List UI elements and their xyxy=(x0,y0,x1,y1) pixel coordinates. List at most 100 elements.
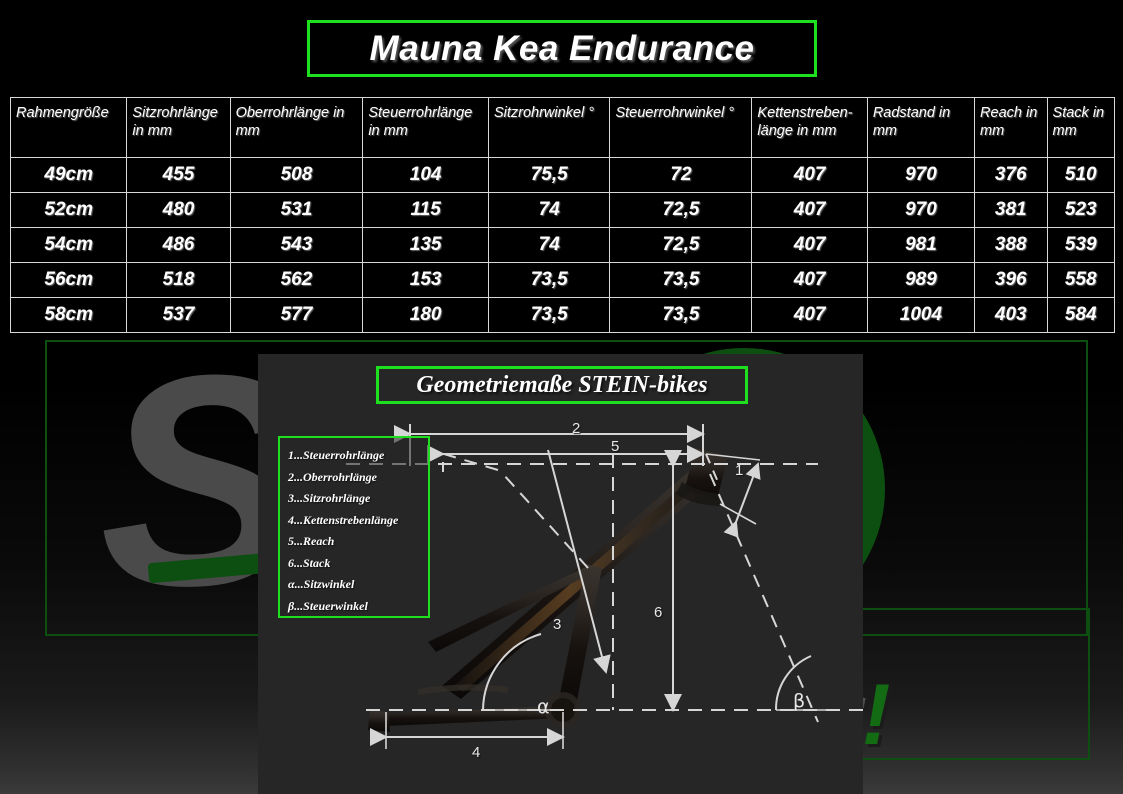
cell-chainstay: 407 xyxy=(751,262,868,298)
dimension-label-seattube: 3 xyxy=(553,616,562,633)
cell-reach: 381 xyxy=(974,192,1048,228)
cell-headtube: 153 xyxy=(362,262,489,298)
table-body: 49cm 455 508 104 75,5 72 407 970 376 510… xyxy=(9,157,1116,333)
cell-toptube: 577 xyxy=(229,297,364,333)
cell-headtube: 115 xyxy=(362,192,489,228)
cell-chainstay: 407 xyxy=(751,192,868,228)
column-header-sitzrohrlaenge: Sitzrohrlänge in mm xyxy=(126,97,231,158)
cell-size: 56cm xyxy=(9,262,128,298)
dimension-line-headtube xyxy=(723,462,761,538)
dim1-bottom-extension xyxy=(719,503,757,525)
geometry-table: Rahmengröße Sitzrohrlänge in mm Oberrohr… xyxy=(9,97,1116,333)
cell-chainstay: 407 xyxy=(751,157,868,193)
cell-wheelbase: 970 xyxy=(866,192,976,228)
cell-seatangle: 73,5 xyxy=(487,297,611,333)
cell-headtube: 180 xyxy=(362,297,489,333)
head-tube-extension-dashed xyxy=(709,473,819,723)
diagram-title: Geometriemaße STEIN-bikes xyxy=(416,371,708,398)
column-header-sitzrohrwinkel: Sitzrohrwinkel ° xyxy=(487,97,611,158)
column-header-kettenstrebenlaenge: Kettenstreben-länge in mm xyxy=(751,97,868,158)
column-header-radstand: Radstand in mm xyxy=(866,97,976,158)
cell-headangle: 72 xyxy=(609,157,753,193)
dimension-line-seattube xyxy=(547,449,611,674)
cell-toptube: 508 xyxy=(229,157,364,193)
cell-size: 54cm xyxy=(9,227,128,263)
table-header-row: Rahmengröße Sitzrohrlänge in mm Oberrohr… xyxy=(9,97,1116,158)
column-header-stack: Stack in mm xyxy=(1046,97,1116,158)
cell-size: 58cm xyxy=(9,297,128,333)
cell-size: 49cm xyxy=(9,157,128,193)
cell-headangle: 73,5 xyxy=(609,262,753,298)
column-header-rahmengroesse: Rahmengröße xyxy=(9,97,128,158)
column-header-oberrohrlaenge: Oberrohrlänge in mm xyxy=(229,97,364,158)
cell-seatangle: 74 xyxy=(487,192,611,228)
column-header-reach: Reach in mm xyxy=(974,97,1048,158)
head-angle-arc xyxy=(774,655,812,711)
cell-reach: 396 xyxy=(974,262,1048,298)
dim1-top-extension xyxy=(705,453,761,461)
cell-seattube: 518 xyxy=(126,262,231,298)
cell-seatangle: 74 xyxy=(487,227,611,263)
legend-item: 1...Steuerrohrlänge xyxy=(288,448,385,462)
legend-item: 2...Oberrohrlänge xyxy=(288,469,378,484)
dimension-overlay xyxy=(346,424,863,749)
cell-headangle: 73,5 xyxy=(609,297,753,333)
table-row: 54cm 486 543 135 74 72,5 407 981 388 539 xyxy=(9,227,1116,263)
legend-item: 5...Reach xyxy=(288,534,335,548)
table-row: 49cm 455 508 104 75,5 72 407 970 376 510 xyxy=(9,157,1116,193)
dimension-label-chainstay: 4 xyxy=(472,744,481,761)
page-title-box: Mauna Kea Endurance xyxy=(307,20,817,77)
cell-wheelbase: 989 xyxy=(866,262,976,298)
cell-stack: 584 xyxy=(1046,297,1116,333)
table-row: 56cm 518 562 153 73,5 73,5 407 989 396 5… xyxy=(9,262,1116,298)
geometry-diagram-panel: 2 5 1 3 6 4 α β Geometriemaße STEIN-bike… xyxy=(258,354,863,794)
column-header-steuerrohrwinkel: Steuerrohrwinkel ° xyxy=(609,97,753,158)
cell-wheelbase: 970 xyxy=(866,157,976,193)
cell-toptube: 543 xyxy=(229,227,364,263)
cell-toptube: 562 xyxy=(229,262,364,298)
cell-stack: 539 xyxy=(1046,227,1116,263)
cell-seatangle: 73,5 xyxy=(487,262,611,298)
legend-item: α...Sitzwinkel xyxy=(288,577,355,591)
seat-angle-arc xyxy=(482,633,542,711)
dimension-label-head-angle: β xyxy=(793,690,806,712)
cell-headangle: 72,5 xyxy=(609,192,753,228)
cell-wheelbase: 981 xyxy=(866,227,976,263)
cell-seattube: 486 xyxy=(126,227,231,263)
cell-seatangle: 75,5 xyxy=(487,157,611,193)
diagram-title-box: Geometriemaße STEIN-bikes xyxy=(376,366,748,404)
legend-item: β...Steuerwinkel xyxy=(288,598,368,613)
bike-frame-illustration xyxy=(368,448,728,732)
cell-reach: 403 xyxy=(974,297,1048,333)
dimension-label-seat-angle: α xyxy=(537,696,550,718)
seat-tube-extension-dashed-2 xyxy=(443,453,499,471)
cell-seattube: 455 xyxy=(126,157,231,193)
diagram-legend: 1...Steuerrohrlänge 2...Oberrohrlänge 3.… xyxy=(278,436,430,618)
cell-wheelbase: 1004 xyxy=(866,297,976,333)
head-tube-extension-dashed-up xyxy=(705,453,719,483)
legend-item: 3...Sitzrohrlänge xyxy=(288,491,371,505)
dimension-label-reach: 5 xyxy=(611,438,620,455)
dimension-label-toptube: 2 xyxy=(572,420,581,437)
cell-reach: 388 xyxy=(974,227,1048,263)
cell-headtube: 104 xyxy=(362,157,489,193)
page-title: Mauna Kea Endurance xyxy=(369,28,755,68)
cell-toptube: 531 xyxy=(229,192,364,228)
cell-stack: 558 xyxy=(1046,262,1116,298)
cell-chainstay: 407 xyxy=(751,227,868,263)
table-row: 52cm 480 531 115 74 72,5 407 970 381 523 xyxy=(9,192,1116,228)
cell-headtube: 135 xyxy=(362,227,489,263)
cell-stack: 523 xyxy=(1046,192,1116,228)
table-row: 58cm 537 577 180 73,5 73,5 407 1004 403 … xyxy=(9,297,1116,333)
dimension-label-stack: 6 xyxy=(654,604,663,621)
cell-stack: 510 xyxy=(1046,157,1116,193)
legend-item: 6...Stack xyxy=(288,555,331,570)
cell-seattube: 537 xyxy=(126,297,231,333)
cell-chainstay: 407 xyxy=(751,297,868,333)
dimension-label-headtube: 1 xyxy=(735,462,744,479)
cell-seattube: 480 xyxy=(126,192,231,228)
cell-headangle: 72,5 xyxy=(609,227,753,263)
cell-size: 52cm xyxy=(9,192,128,228)
cell-reach: 376 xyxy=(974,157,1048,193)
